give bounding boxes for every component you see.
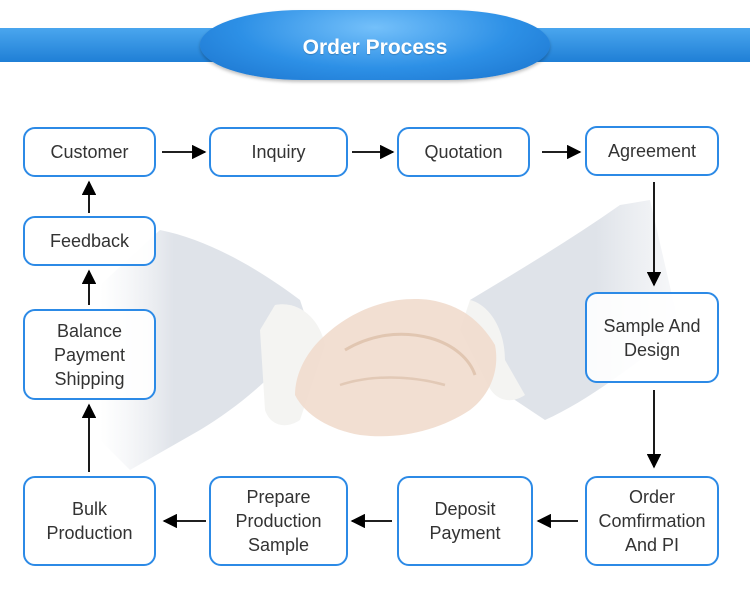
page-title: Order Process xyxy=(302,36,448,59)
step-deposit-payment: Deposit Payment xyxy=(397,476,533,566)
step-feedback: Feedback xyxy=(23,216,156,266)
step-order-confirmation: Order Comfirmation And PI xyxy=(585,476,719,566)
header-tab xyxy=(200,10,550,80)
step-agreement: Agreement xyxy=(585,126,719,176)
step-inquiry: Inquiry xyxy=(209,127,348,177)
step-quotation: Quotation xyxy=(397,127,530,177)
step-sample-design: Sample And Design xyxy=(585,292,719,383)
step-balance-payment-shipping: Balance Payment Shipping xyxy=(23,309,156,400)
step-prepare-production-sample: Prepare Production Sample xyxy=(209,476,348,566)
step-customer: Customer xyxy=(23,127,156,177)
step-bulk-production: Bulk Production xyxy=(23,476,156,566)
